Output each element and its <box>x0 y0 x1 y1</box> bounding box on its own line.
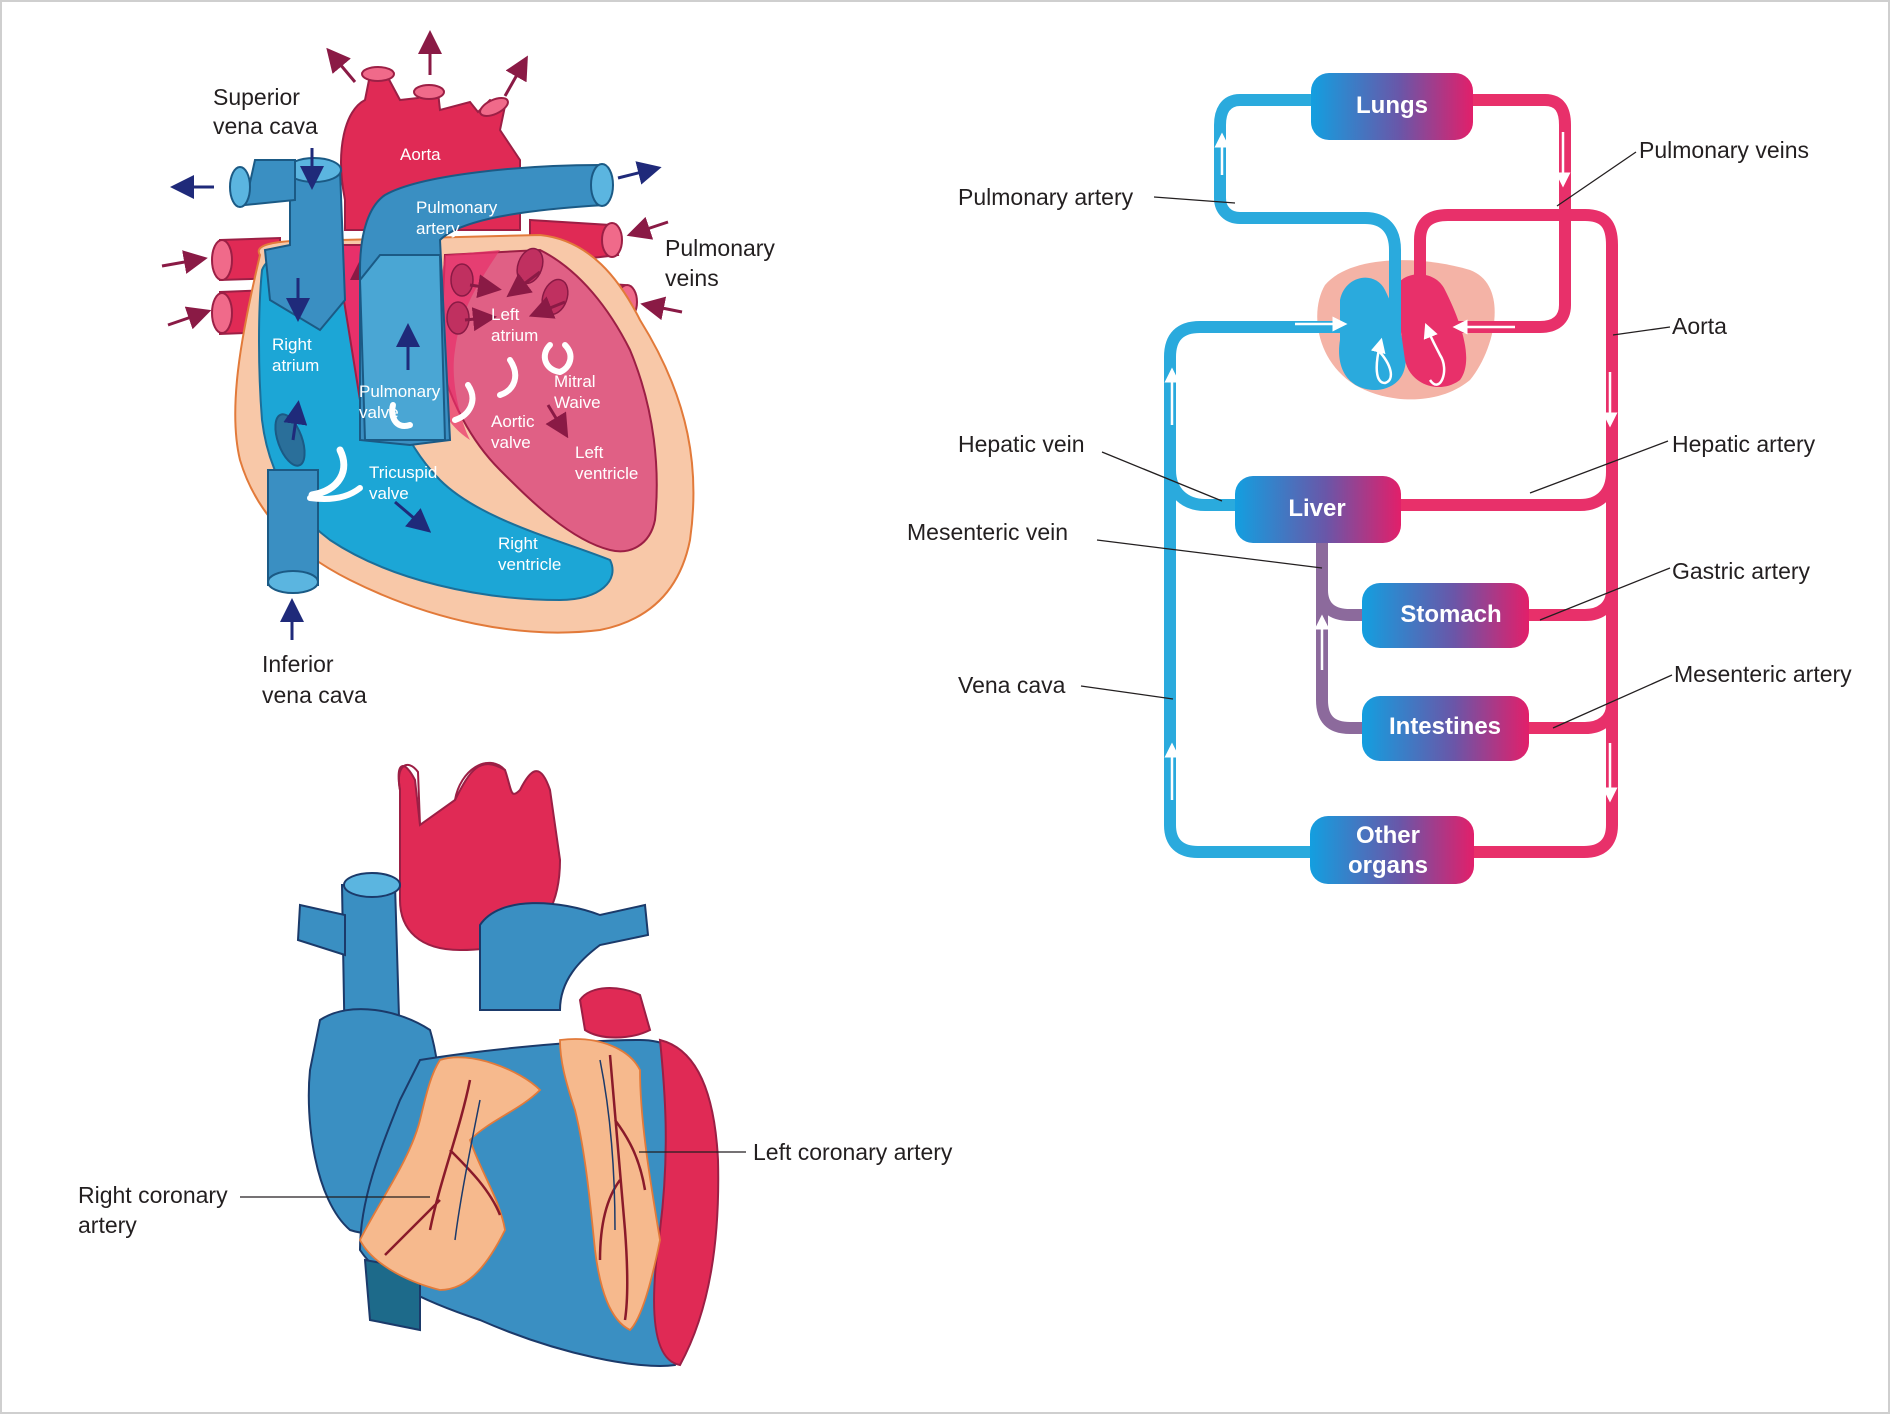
hepatic-artery-pipe <box>1394 466 1618 511</box>
lead-mesenteric-artery <box>1552 674 1673 729</box>
label-tricuspid-valve-2: valve <box>369 484 409 503</box>
coronary-fat-left <box>559 1038 661 1332</box>
label-pulmonary-veins-1: Pulmonary <box>665 235 775 261</box>
gastric-artery-pipe <box>1522 584 1618 621</box>
label-hepatic-vein: Hepatic vein <box>958 431 1085 457</box>
label-pulmonary-artery-2: artery <box>416 219 460 238</box>
label-mesenteric-vein: Mesenteric vein <box>907 519 1068 545</box>
circulation-diagram: Lungs Liver Stomach Intestines Other org… <box>907 73 1852 884</box>
organ-other <box>1310 816 1474 884</box>
label-right-ventricle-1: Right <box>498 534 538 553</box>
organ-liver-label: Liver <box>1288 495 1345 522</box>
label-pulmonary-artery-1: Pulmonary <box>416 198 498 217</box>
label-gastric-artery: Gastric artery <box>1672 558 1811 584</box>
label-superior-vena-cava-1: Superior <box>213 84 300 110</box>
organ-intestines <box>1362 696 1529 761</box>
vena-cava-pipe <box>1164 321 1381 858</box>
organ-lungs-label: Lungs <box>1356 92 1428 119</box>
mesenteric-artery-pipe <box>1522 699 1618 734</box>
mesenteric-vein-pipe <box>1316 514 1386 734</box>
lead-pulmonary-veins <box>1556 151 1637 207</box>
label-pulmonary-valve-2: valve <box>359 403 399 422</box>
label-inferior-vena-cava-2: vena cava <box>262 682 367 708</box>
heart-cross-section: Aorta Pulmonary artery Right atrium Left… <box>161 30 775 708</box>
exterior-left-ventricle <box>653 1038 720 1367</box>
label-mitral-valve-2: Waive <box>554 393 601 412</box>
organ-lungs <box>1311 73 1473 140</box>
label-pulmonary-valve-1: Pulmonary <box>359 382 441 401</box>
coronary-fat-right <box>358 1056 542 1291</box>
organ-other-label-2: organs <box>1348 852 1428 879</box>
label-right-atrium-2: atrium <box>272 356 319 375</box>
label-mitral-valve-1: Mitral <box>554 372 596 391</box>
lead-aorta <box>1612 326 1671 336</box>
label-left-ventricle-2: ventricle <box>575 464 638 483</box>
lead-mesenteric-vein <box>1096 539 1323 569</box>
lead-gastric-artery <box>1539 567 1671 621</box>
organ-liver <box>1235 476 1401 543</box>
label-aorta: Aorta <box>1672 313 1727 339</box>
organ-stomach-label: Stomach <box>1400 601 1501 628</box>
label-right-ventricle-2: ventricle <box>498 555 561 574</box>
label-left-ventricle-1: Left <box>575 443 604 462</box>
heart-exterior: Left coronary artery Right coronary arte… <box>78 761 953 1367</box>
organ-intestines-label: Intestines <box>1389 713 1501 740</box>
label-tricuspid-valve-1: Tricuspid <box>369 463 437 482</box>
label-pulmonary-veins-2: veins <box>665 265 719 291</box>
organ-stomach <box>1362 583 1529 648</box>
label-aorta-inner: Aorta <box>400 145 441 164</box>
inferior-vena-cava <box>267 469 319 586</box>
lead-hepatic-vein <box>1101 451 1223 502</box>
label-vena-cava: Vena cava <box>958 672 1066 698</box>
pulmonary-artery-pipe <box>1214 94 1401 351</box>
lead-hepatic-artery <box>1529 440 1669 494</box>
label-hepatic-artery: Hepatic artery <box>1672 431 1816 457</box>
organ-other-label-1: Other <box>1356 822 1420 849</box>
label-right-coronary-artery-1: Right coronary <box>78 1182 228 1208</box>
lead-pulmonary-artery <box>1153 196 1236 204</box>
aorta-pipe <box>1414 209 1618 858</box>
label-left-atrium-2: atrium <box>491 326 538 345</box>
label-left-atrium-1: Left <box>491 305 520 324</box>
label-left-coronary-artery: Left coronary artery <box>753 1139 953 1165</box>
label-superior-vena-cava-2: vena cava <box>213 113 318 139</box>
hepatic-vein-pipe <box>1164 464 1246 511</box>
label-right-coronary-artery-2: artery <box>78 1212 137 1238</box>
label-right-atrium-1: Right <box>272 335 312 354</box>
label-aortic-valve-2: valve <box>491 433 531 452</box>
lead-vena-cava <box>1080 685 1174 700</box>
label-inferior-vena-cava-1: Inferior <box>262 651 334 677</box>
label-pulmonary-veins: Pulmonary veins <box>1639 137 1809 163</box>
label-mesenteric-artery: Mesenteric artery <box>1674 661 1852 687</box>
label-pulmonary-artery: Pulmonary artery <box>958 184 1134 210</box>
label-aortic-valve-1: Aortic <box>491 412 535 431</box>
